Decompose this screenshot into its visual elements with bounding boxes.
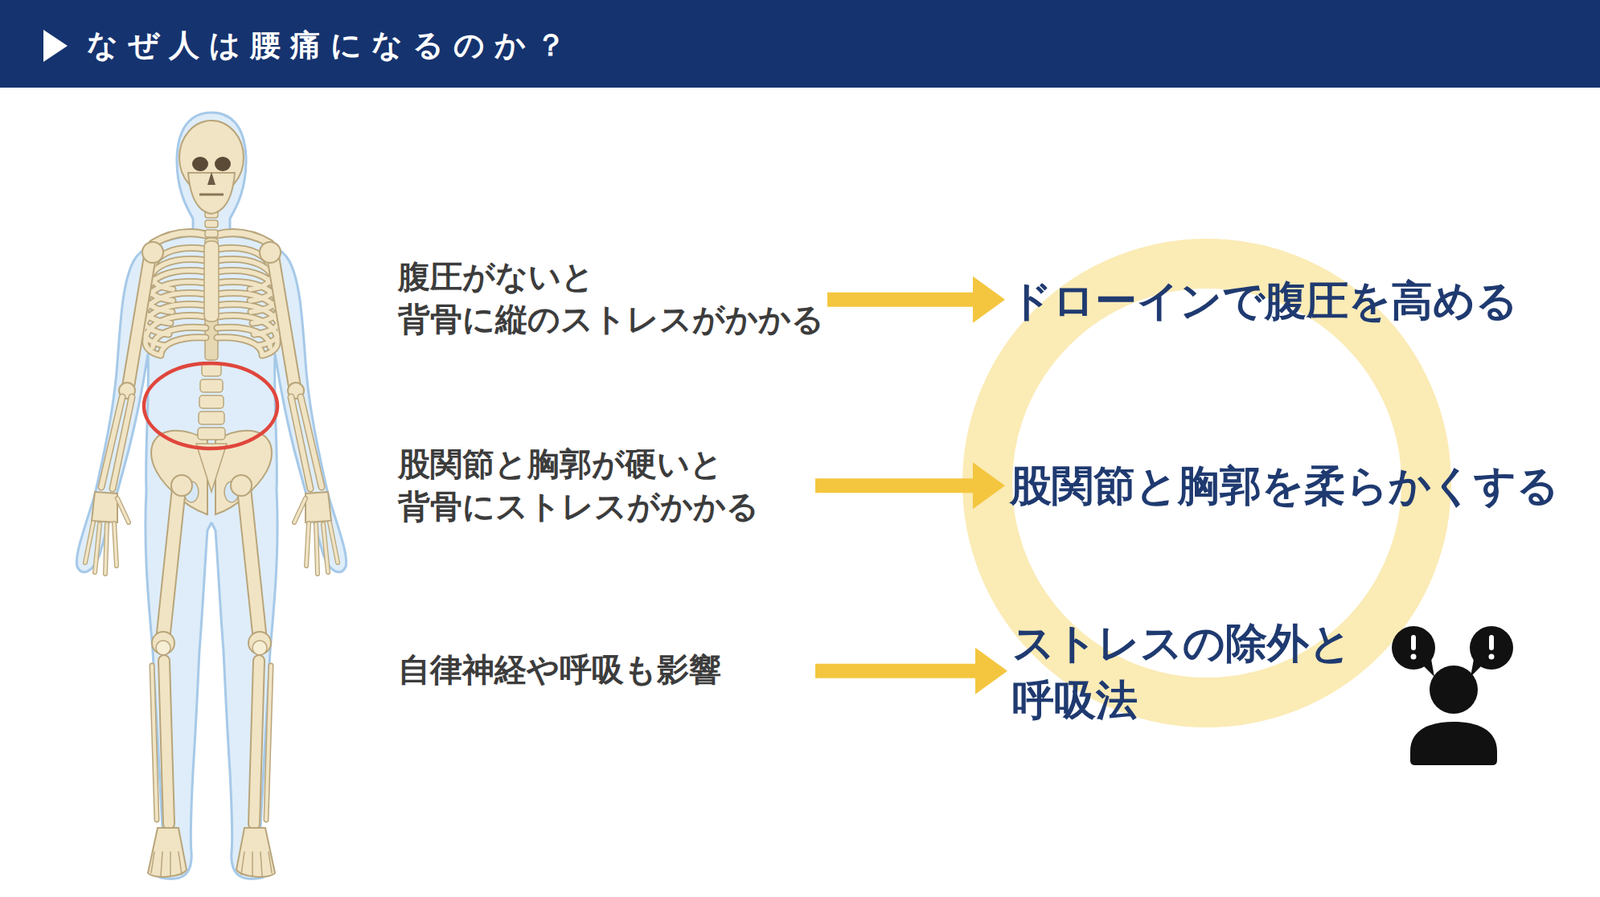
bones-left — [85, 233, 208, 878]
jaw — [188, 172, 235, 214]
arrow-connector — [815, 462, 1006, 509]
person-body — [1410, 722, 1498, 766]
text-node: 股関節と胸郭を柔らかくする — [1009, 457, 1559, 515]
bubble-tail — [1470, 659, 1484, 677]
skull — [179, 120, 244, 214]
bubble-tail — [1421, 659, 1435, 677]
node-text: ドローインで腹圧を高める — [1009, 272, 1518, 330]
teeth — [199, 193, 224, 197]
lumbar-vertebra — [200, 379, 223, 393]
thoracic-spine — [205, 237, 218, 361]
text-node: 自律神経や呼吸も影響 — [397, 648, 813, 692]
title-band: なぜ人は腰痛になるのか？ — [0, 0, 1600, 88]
cervical-vertebra — [205, 220, 218, 228]
lumbar-vertebra — [197, 427, 226, 440]
node-text: 腹圧がないと 背骨に縦のストレスがかかる — [397, 255, 825, 341]
arrow-connector — [815, 648, 1008, 695]
lumbar-vertebra — [199, 395, 224, 409]
person-icon — [1391, 626, 1514, 766]
cervical-vertebra — [205, 229, 218, 238]
sternum — [204, 241, 219, 322]
lumbar-vertebra — [198, 411, 225, 425]
triangle-marker — [43, 29, 68, 62]
arrow-connector — [827, 276, 1006, 324]
text-node: 腹圧がないと 背骨に縦のストレスがかかる — [397, 255, 825, 341]
title-triangle — [40, 28, 73, 69]
slide-title: なぜ人は腰痛になるのか？ — [86, 0, 576, 88]
node-text: ストレスの除外と 呼吸法 — [1012, 615, 1352, 729]
text-node: ストレスの除外と 呼吸法 — [1012, 615, 1352, 729]
lumbar-highlight-circle — [143, 363, 278, 449]
exclamation-dot — [1489, 654, 1495, 661]
node-text: 自律神経や呼吸も影響 — [397, 648, 813, 692]
eye-socket — [214, 156, 231, 172]
person-head — [1429, 665, 1478, 714]
body-left — [76, 112, 212, 879]
exclamation-bar — [1411, 635, 1416, 651]
text-node: 股関節と胸郭が硬いと 背骨にストレスがかかる — [397, 443, 813, 529]
nasal-cavity — [207, 172, 216, 185]
sacrum — [196, 443, 227, 493]
text-node: ドローインで腹圧を高める — [1009, 272, 1518, 330]
node-text: 股関節と胸郭が硬いと 背骨にストレスがかかる — [397, 443, 813, 529]
node-text: 股関節と胸郭を柔らかくする — [1009, 457, 1559, 515]
eye-socket — [192, 156, 209, 172]
body-right — [211, 112, 347, 879]
exclamation-dot — [1411, 654, 1417, 661]
bones-right — [215, 233, 338, 878]
exclamation-bar — [1489, 635, 1494, 651]
